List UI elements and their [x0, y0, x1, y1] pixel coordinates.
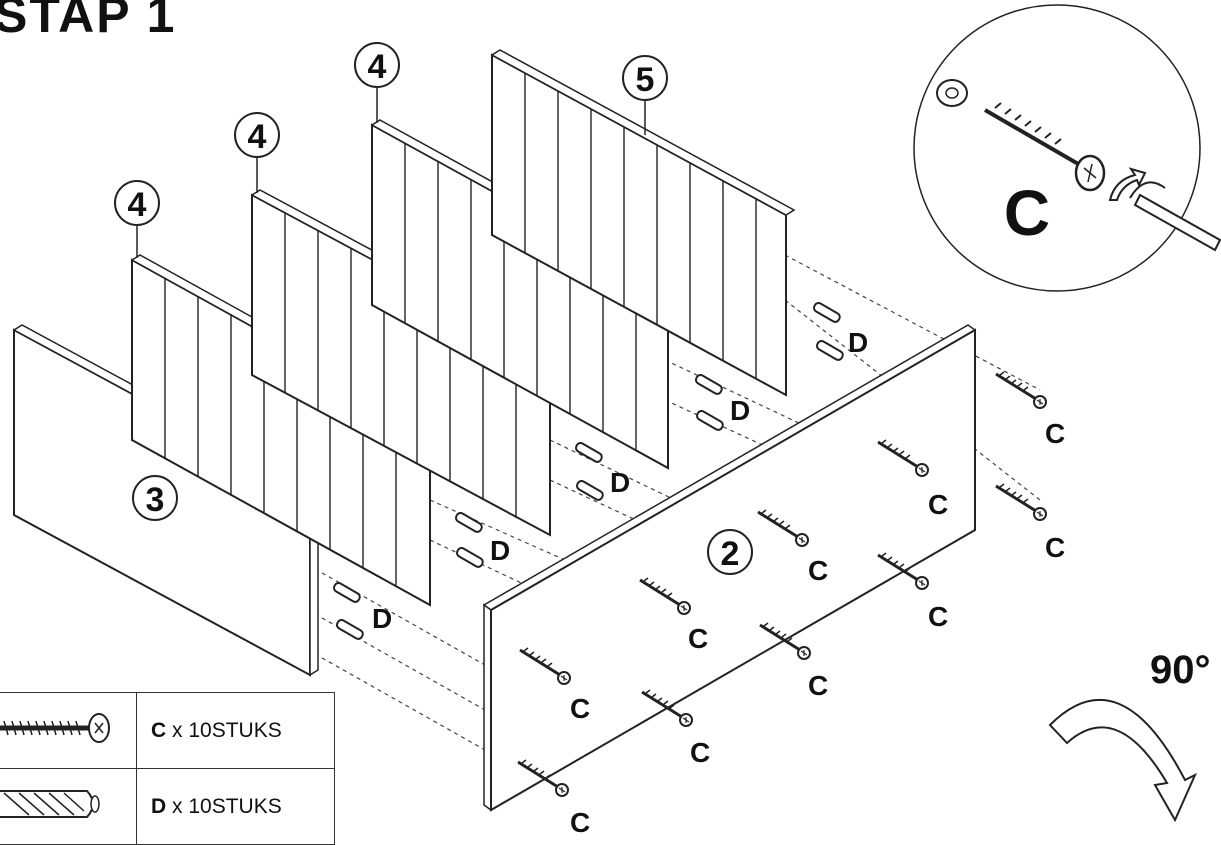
panel-number: 4 — [128, 186, 147, 224]
part-multiplier: x — [172, 718, 183, 742]
part-code: C — [151, 718, 167, 742]
panel-number: 2 — [721, 535, 740, 573]
panel-number: 5 — [636, 61, 655, 99]
screw-label: C — [690, 737, 710, 768]
page-title: STAP 1 — [0, 0, 177, 43]
screw-label: C — [808, 555, 828, 586]
rotation-arrow-icon: 90° — [1048, 648, 1211, 823]
screw-icon — [0, 713, 110, 743]
panel-number: 3 — [146, 481, 165, 519]
screw-label: C — [1045, 532, 1065, 563]
screw-detail-circle: C — [913, 4, 1221, 292]
screw-label: C — [688, 623, 708, 654]
part-code: D — [151, 794, 167, 818]
screw-label: C — [928, 489, 948, 520]
part-multiplier: x — [172, 794, 183, 818]
screw-label: C — [808, 670, 828, 701]
dowel-labels: D D D D D — [372, 327, 868, 634]
dowel-label: D — [730, 395, 750, 426]
parts-row: D x 10STUKS — [0, 768, 335, 845]
dowel-icon — [0, 790, 100, 818]
screwdriver-icon — [1108, 167, 1221, 252]
panel-number: 4 — [368, 48, 387, 86]
screw-labels: C C C C C C C C C C — [570, 418, 1065, 838]
screw-label: C — [1045, 418, 1065, 449]
dowel-label: D — [610, 467, 630, 498]
panel-5: 5 — [490, 49, 796, 397]
screw-label: C — [570, 693, 590, 724]
part-quantity: 10STUKS — [188, 794, 282, 818]
part-quantity: 10STUKS — [188, 718, 282, 742]
panel-2: 2 — [482, 324, 977, 812]
screw-label: C — [928, 601, 948, 632]
detail-label: C — [1004, 177, 1050, 249]
parts-list: C x 10STUKS D x 10STUKS — [0, 692, 335, 845]
dowel-label: D — [490, 535, 510, 566]
dowel-label: D — [372, 603, 392, 634]
dowel-label: D — [848, 327, 868, 358]
parts-row: C x 10STUKS — [0, 692, 335, 769]
rotation-label: 90° — [1150, 648, 1211, 692]
screw-label: C — [570, 807, 590, 838]
screw-icon — [983, 102, 1106, 192]
panel-number: 4 — [248, 118, 267, 156]
